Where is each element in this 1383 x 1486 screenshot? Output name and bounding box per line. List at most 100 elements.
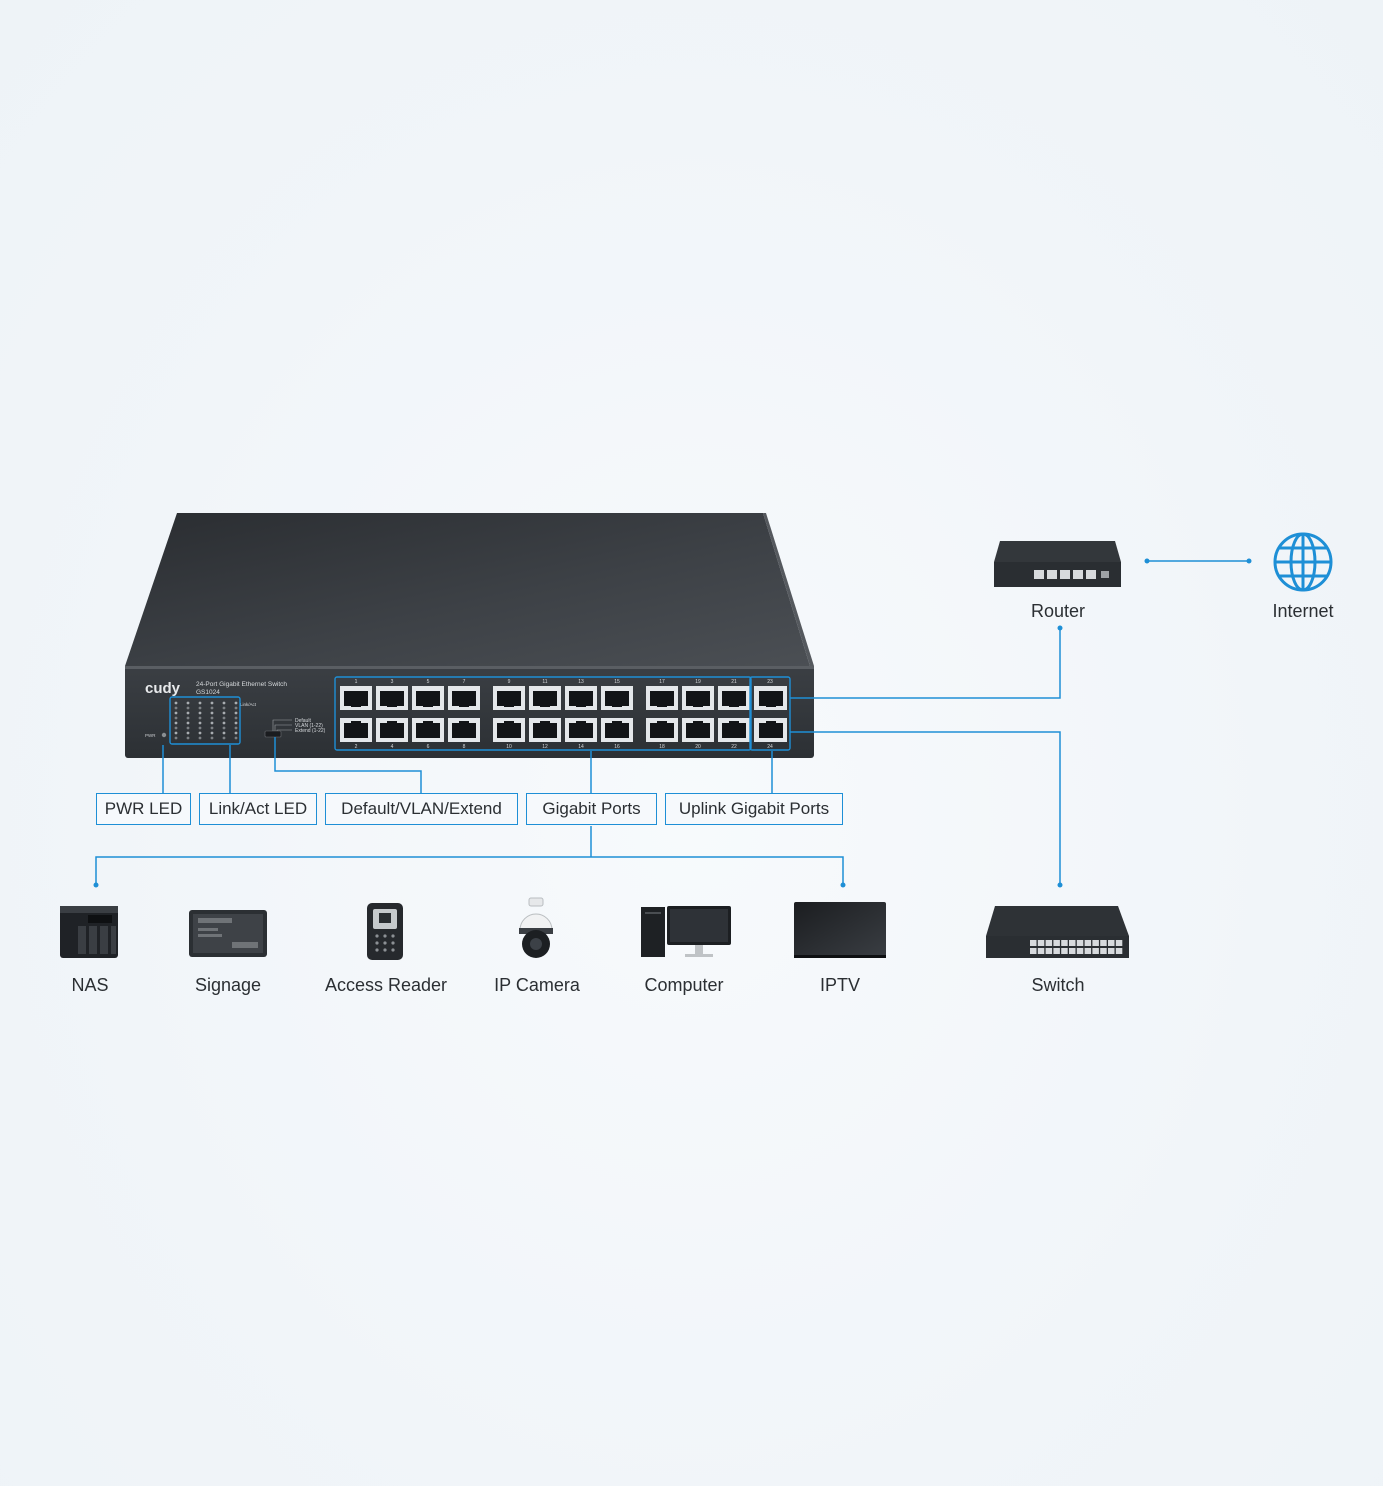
port-number-top: 9 xyxy=(508,679,511,685)
led-highlight-frame xyxy=(169,696,241,745)
port-socket xyxy=(344,723,368,738)
port-latch xyxy=(766,721,776,725)
uplink-highlight-frame xyxy=(749,676,791,751)
link-act-led xyxy=(222,726,226,730)
port-number-bottom: 6 xyxy=(427,744,430,750)
mini-port xyxy=(1084,940,1092,946)
mini-port xyxy=(1061,940,1068,946)
link-act-led xyxy=(198,736,202,740)
router-icon xyxy=(994,541,1121,587)
mini-port xyxy=(1045,948,1053,954)
link-act-led xyxy=(222,711,226,715)
mini-port xyxy=(1100,948,1107,954)
mini-port xyxy=(1053,948,1060,954)
port-socket xyxy=(380,691,404,706)
port-latch xyxy=(729,721,739,725)
port-socket xyxy=(416,723,440,738)
link-act-led xyxy=(198,731,202,735)
router-label: Router xyxy=(1030,601,1086,621)
port-latch xyxy=(423,721,433,725)
port-latch xyxy=(540,703,550,707)
link-act-led xyxy=(210,731,214,735)
internet-label: Internet xyxy=(1272,601,1334,621)
gigabit-ports-label: Gigabit Ports xyxy=(526,793,657,825)
mini-port xyxy=(1076,940,1084,946)
computer-icon xyxy=(641,906,731,957)
mini-port xyxy=(1100,940,1107,946)
port-number-top: 15 xyxy=(614,679,620,685)
link-act-led xyxy=(222,736,226,740)
link-act-led xyxy=(186,701,190,705)
mode-vlan-text: VLAN (1-22) xyxy=(295,723,323,729)
port-socket xyxy=(605,691,629,706)
link-act-led xyxy=(234,716,238,720)
link-act-led xyxy=(174,721,178,725)
pwr-print: PWR xyxy=(145,733,156,738)
link-act-led xyxy=(198,706,202,710)
port-socket xyxy=(533,691,557,706)
port-socket xyxy=(344,691,368,706)
iptv-label: IPTV xyxy=(819,975,860,995)
brand-logo: cudy xyxy=(145,680,181,697)
port-latch xyxy=(693,703,703,707)
port-number-bottom: 18 xyxy=(659,744,665,750)
port-socket xyxy=(497,691,521,706)
link-act-led xyxy=(210,726,214,730)
port-number-top: 23 xyxy=(767,679,773,685)
port-number-bottom: 8 xyxy=(463,744,466,750)
signage-label: Signage xyxy=(194,975,262,995)
switch-icon xyxy=(986,906,1129,958)
port-socket xyxy=(416,691,440,706)
port-socket xyxy=(569,723,593,738)
port-number-bottom: 12 xyxy=(542,744,548,750)
link-act-led xyxy=(210,711,214,715)
port-socket xyxy=(650,723,674,738)
main-switch: cudy 24-Port Gigabit Ethernet Switch GS1… xyxy=(125,513,814,758)
port-number-top: 7 xyxy=(463,679,466,685)
port-number-top: 19 xyxy=(695,679,701,685)
link-act-led xyxy=(234,721,238,725)
mini-port xyxy=(1030,940,1037,946)
port-number-bottom: 2 xyxy=(355,744,358,750)
gigabit-highlight-frame xyxy=(334,676,752,751)
connector-lines xyxy=(95,560,1249,885)
port-number-bottom: 16 xyxy=(614,744,620,750)
mini-port xyxy=(1108,940,1115,946)
port-socket xyxy=(759,691,783,706)
port-latch xyxy=(504,721,514,725)
port-socket xyxy=(686,723,710,738)
computer-label: Computer xyxy=(644,975,724,995)
access-reader-icon xyxy=(367,903,403,960)
link-act-led xyxy=(174,726,178,730)
link-act-print: Link/Act xyxy=(240,702,257,707)
link-act-led xyxy=(174,736,178,740)
link-act-led-grid xyxy=(174,701,238,740)
port-number-top: 1 xyxy=(355,679,358,685)
ip-camera-icon xyxy=(519,897,553,958)
port-latch xyxy=(351,703,361,707)
port-socket xyxy=(380,723,404,738)
port-number-top: 21 xyxy=(731,679,737,685)
port-socket xyxy=(650,691,674,706)
link-act-led xyxy=(222,731,226,735)
mini-port xyxy=(1053,940,1060,946)
link-act-led xyxy=(174,731,178,735)
link-act-led xyxy=(186,706,190,710)
mode-switch[interactable] xyxy=(264,730,282,738)
mini-port xyxy=(1108,948,1115,954)
mini-port xyxy=(1115,940,1123,946)
link-act-led xyxy=(222,721,226,725)
model-text: GS1024 xyxy=(196,689,220,696)
nas-label: NAS xyxy=(71,975,109,995)
link-act-led xyxy=(174,716,178,720)
link-act-led xyxy=(186,716,190,720)
signage-icon xyxy=(189,910,267,957)
link-act-led xyxy=(198,721,202,725)
mini-port xyxy=(1076,948,1084,954)
link-act-led xyxy=(210,736,214,740)
port-number-bottom: 22 xyxy=(731,744,737,750)
port-latch xyxy=(766,703,776,707)
mini-switch-ports xyxy=(1030,940,1123,954)
link-act-led xyxy=(186,711,190,715)
